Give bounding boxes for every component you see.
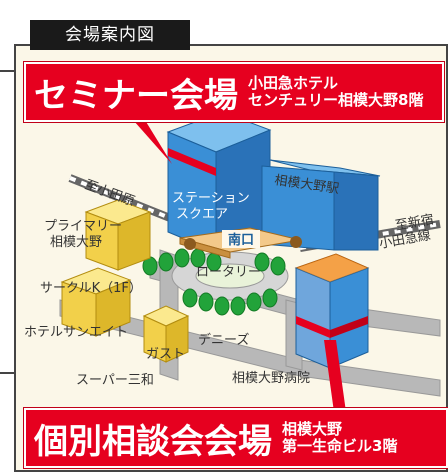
label-super-miwa: スーパー三和: [76, 373, 154, 388]
label-station-square-1: ステーション: [172, 191, 250, 206]
circle-k-building: [60, 267, 132, 337]
label-dennys: デニーズ: [198, 332, 249, 348]
seminar-venue-line2: センチュリー相模大野8階: [248, 91, 424, 109]
seminar-venue-text: 小田急ホテル センチュリー相模大野8階: [248, 75, 423, 109]
daiichi-seimei-building: [294, 253, 370, 369]
label-hospital: 相模大野病院: [232, 371, 310, 386]
seminar-title: セミナー会場: [34, 75, 238, 116]
map-header-title: 会場案内図: [30, 20, 190, 50]
label-rotary: ロータリー: [196, 265, 261, 280]
south-exit-label-bg: [222, 230, 260, 248]
label-to-shinjuku: 至新宿: [394, 211, 435, 234]
seminar-venue-banner: セミナー会場 小田急ホテル センチュリー相模大野8階: [24, 62, 444, 122]
label-circle-k: サークルK（1F）: [40, 281, 142, 296]
primary-sagami-ono-building: [84, 199, 152, 271]
frame-left-edge: [0, 70, 14, 374]
consultation-pointer: [324, 340, 346, 412]
consultation-title: 個別相談会会場: [34, 421, 272, 462]
consultation-venue-line1: 相模大野: [282, 420, 343, 438]
label-south-exit: 南口: [228, 232, 254, 248]
label-gusto: ガスト: [146, 347, 185, 362]
consultation-venue-line2: 第一生命ビル3階: [282, 437, 398, 455]
gusto-building: [142, 305, 190, 363]
label-primary-2: 相模大野: [50, 235, 102, 250]
label-station-square-2: スクエア: [176, 207, 228, 222]
seminar-pointer: [126, 112, 172, 164]
label-hotel-sunate: ホテルサンエイト: [24, 325, 128, 340]
consultation-venue-banner: 個別相談会会場 相模大野 第一生命ビル3階: [24, 408, 448, 468]
seminar-venue-line1: 小田急ホテル: [248, 74, 339, 92]
label-primary-1: プライマリー: [44, 219, 122, 234]
odakyu-hotel-century-building: [166, 111, 272, 253]
consultation-venue-text: 相模大野 第一生命ビル3階: [282, 421, 397, 455]
sagami-ono-station-building: [261, 159, 381, 251]
